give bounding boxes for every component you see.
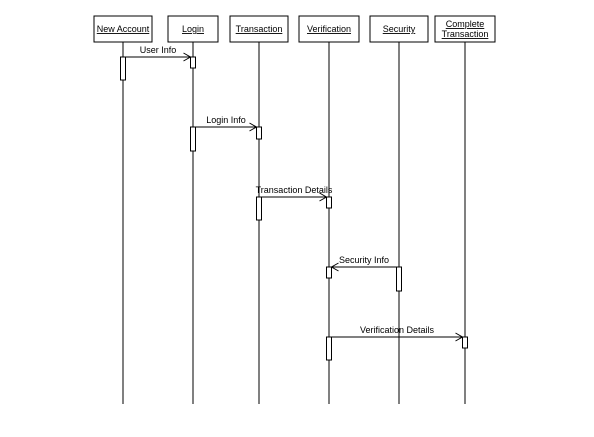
message-arrowhead xyxy=(319,192,328,202)
participant-label: Login xyxy=(182,24,204,34)
message-label: User Info xyxy=(140,45,177,55)
participant-label: Complete xyxy=(446,19,485,29)
participant-box xyxy=(298,15,360,43)
participant-transaction: Transaction xyxy=(229,15,289,43)
message-3: Transaction Details xyxy=(256,185,333,202)
message-label: Login Info xyxy=(206,115,246,125)
activation-box-verification xyxy=(326,266,332,279)
message-4: Security Info xyxy=(330,255,397,272)
message-label: Security Info xyxy=(339,255,389,265)
message-arrowhead xyxy=(249,122,258,132)
activation-box-verification xyxy=(326,336,332,361)
participant-label: New Account xyxy=(97,24,150,34)
activation-box-complete-transaction xyxy=(462,336,468,349)
activation-box-security xyxy=(396,266,402,292)
participant-security: Security xyxy=(369,15,429,43)
activation-box-transaction xyxy=(256,196,262,221)
participant-box xyxy=(229,15,289,43)
activations xyxy=(120,56,468,361)
participant-box xyxy=(93,15,153,43)
message-arrowhead xyxy=(330,262,339,272)
message-2: Login Info xyxy=(195,115,258,132)
message-arrowhead xyxy=(183,52,192,62)
participant-login: Login xyxy=(167,15,219,43)
participant-box xyxy=(434,15,496,43)
participant-label: Security xyxy=(383,24,416,34)
participant-box xyxy=(369,15,429,43)
activation-box-login xyxy=(190,56,196,69)
activation-box-login xyxy=(190,126,196,152)
activation-box-new-account xyxy=(120,56,126,81)
participant-label: Transaction xyxy=(442,29,489,39)
activation-box-verification xyxy=(326,196,332,209)
participant-new-account: New Account xyxy=(93,15,153,43)
message-label: Verification Details xyxy=(360,325,435,335)
participant-label: Transaction xyxy=(236,24,283,34)
message-5: Verification Details xyxy=(331,325,464,342)
participant-box xyxy=(167,15,219,43)
message-arrowhead xyxy=(455,332,464,342)
participant-verification: Verification xyxy=(298,15,360,43)
lifelines xyxy=(122,42,466,404)
activation-box-transaction xyxy=(256,126,262,140)
participant-label: Verification xyxy=(307,24,351,34)
message-1: User Info xyxy=(125,45,192,62)
message-label: Transaction Details xyxy=(256,185,333,195)
